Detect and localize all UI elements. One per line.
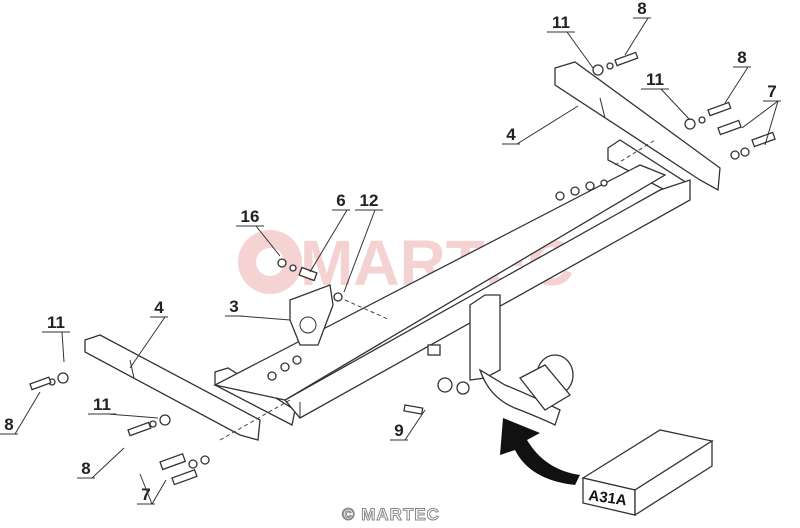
callout-leader-line xyxy=(107,413,159,419)
callout-number: 11 xyxy=(646,70,664,89)
callout-16: 16 xyxy=(236,207,281,257)
callout-number: 8 xyxy=(4,415,13,434)
callout-8: 8 xyxy=(0,391,41,435)
kit-box-label: A31A xyxy=(587,487,628,509)
callout-11: 11 xyxy=(42,313,70,363)
callout-number: 8 xyxy=(637,0,646,18)
callout-number: 6 xyxy=(336,191,345,210)
callout-7: 7 xyxy=(741,82,781,146)
callout-leader-line xyxy=(343,209,376,293)
callout-number: 4 xyxy=(506,125,516,144)
callout-number: 7 xyxy=(767,82,776,101)
callout-leader-line xyxy=(741,100,779,129)
callout-leader-line xyxy=(255,225,281,257)
copyright-text: © MARTEC xyxy=(342,505,440,524)
callout-number: 3 xyxy=(229,297,238,316)
callout-leader-line xyxy=(516,105,579,145)
callout-leader-line xyxy=(309,209,348,273)
callout-number: 11 xyxy=(47,313,65,332)
callout-number: 8 xyxy=(81,459,90,478)
callout-11: 11 xyxy=(547,13,594,69)
callout-7: 7 xyxy=(137,473,167,505)
callout-number: 8 xyxy=(737,48,746,67)
callout-number: 11 xyxy=(552,13,570,32)
callout-leader-line xyxy=(404,409,426,441)
callout-12: 12 xyxy=(343,191,383,293)
towbar-main-beam xyxy=(213,164,691,419)
callout-number: 7 xyxy=(141,485,150,504)
callout-number: 16 xyxy=(241,207,260,226)
kit-box: A31A xyxy=(581,429,714,517)
fasteners xyxy=(29,51,776,486)
callout-leader-line xyxy=(660,88,691,121)
tow-ball-neck xyxy=(427,294,574,426)
callout-leader-line xyxy=(724,66,749,104)
callout-11: 11 xyxy=(88,395,159,419)
callout-leader-line xyxy=(14,391,41,435)
install-arrow-icon xyxy=(500,418,580,485)
callout-leader-line xyxy=(61,331,65,363)
callout-8: 8 xyxy=(77,447,125,479)
callout-leader-line xyxy=(91,447,125,479)
callout-number: 4 xyxy=(154,298,164,317)
callout-6: 6 xyxy=(309,191,350,273)
callout-leader-line xyxy=(139,473,153,505)
callout-leader-line xyxy=(624,17,649,56)
callout-8: 8 xyxy=(624,0,651,56)
callout-leader-line xyxy=(566,31,594,69)
callout-leader-line xyxy=(764,100,779,146)
callout-labels: 11 8 11 8 7 4 16 6 12 3 4 11 8 11 8 9 7 xyxy=(0,0,781,505)
callout-number: 11 xyxy=(93,395,111,414)
callout-leader-line xyxy=(151,479,167,505)
callout-leader-line xyxy=(239,315,291,321)
callout-9: 9 xyxy=(390,409,426,441)
callout-4: 4 xyxy=(129,298,168,369)
callout-leader-line xyxy=(129,316,166,369)
callout-11: 11 xyxy=(641,70,691,121)
callout-number: 12 xyxy=(360,191,379,210)
callout-4: 4 xyxy=(502,105,579,145)
callout-3: 3 xyxy=(225,297,291,321)
callout-8: 8 xyxy=(724,48,751,104)
callout-number: 9 xyxy=(394,421,403,440)
